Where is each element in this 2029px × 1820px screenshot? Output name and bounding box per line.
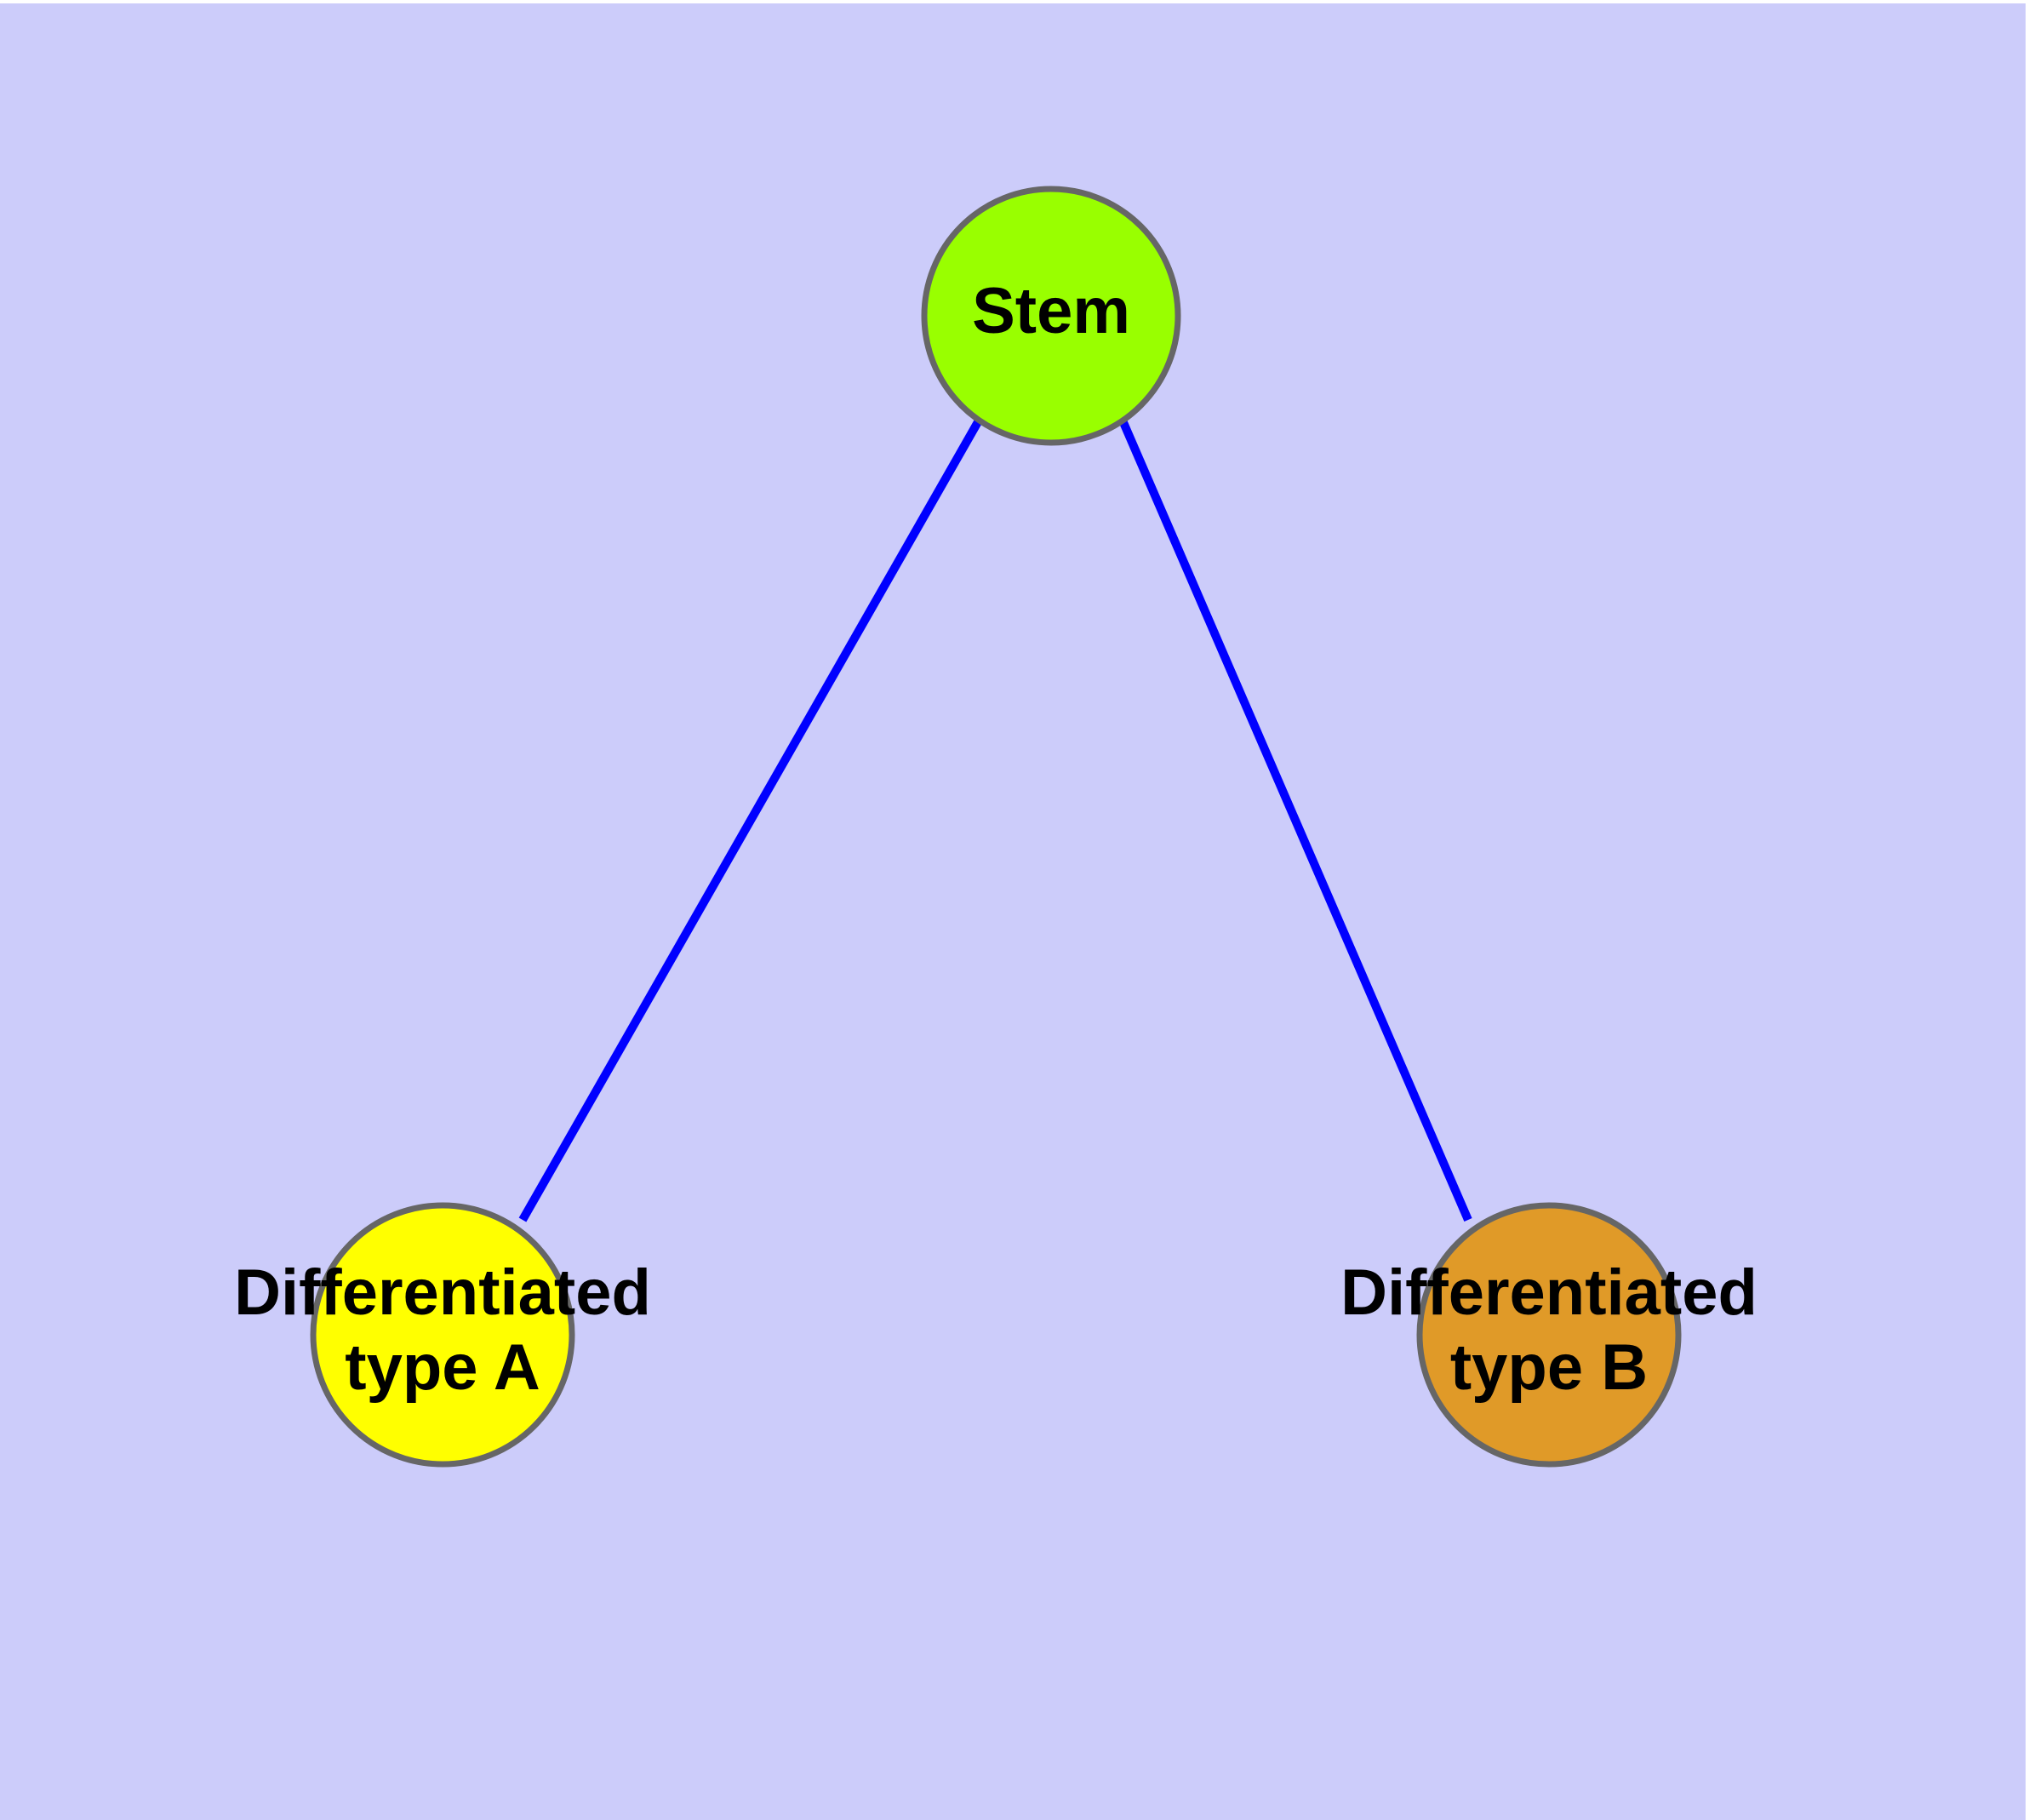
- node-diff-a-circle[interactable]: [310, 1202, 575, 1468]
- node-stem-label: Stem: [972, 275, 1130, 347]
- edge-layer: [518, 418, 1472, 1222]
- edge-stem-to-diff-b[interactable]: [1118, 419, 1472, 1222]
- node-diff-b-circle[interactable]: [1416, 1202, 1682, 1468]
- edge-stem-to-diff-a[interactable]: [518, 418, 983, 1222]
- node-stem[interactable]: Stem: [921, 186, 1181, 446]
- node-stem-circle[interactable]: [921, 186, 1181, 446]
